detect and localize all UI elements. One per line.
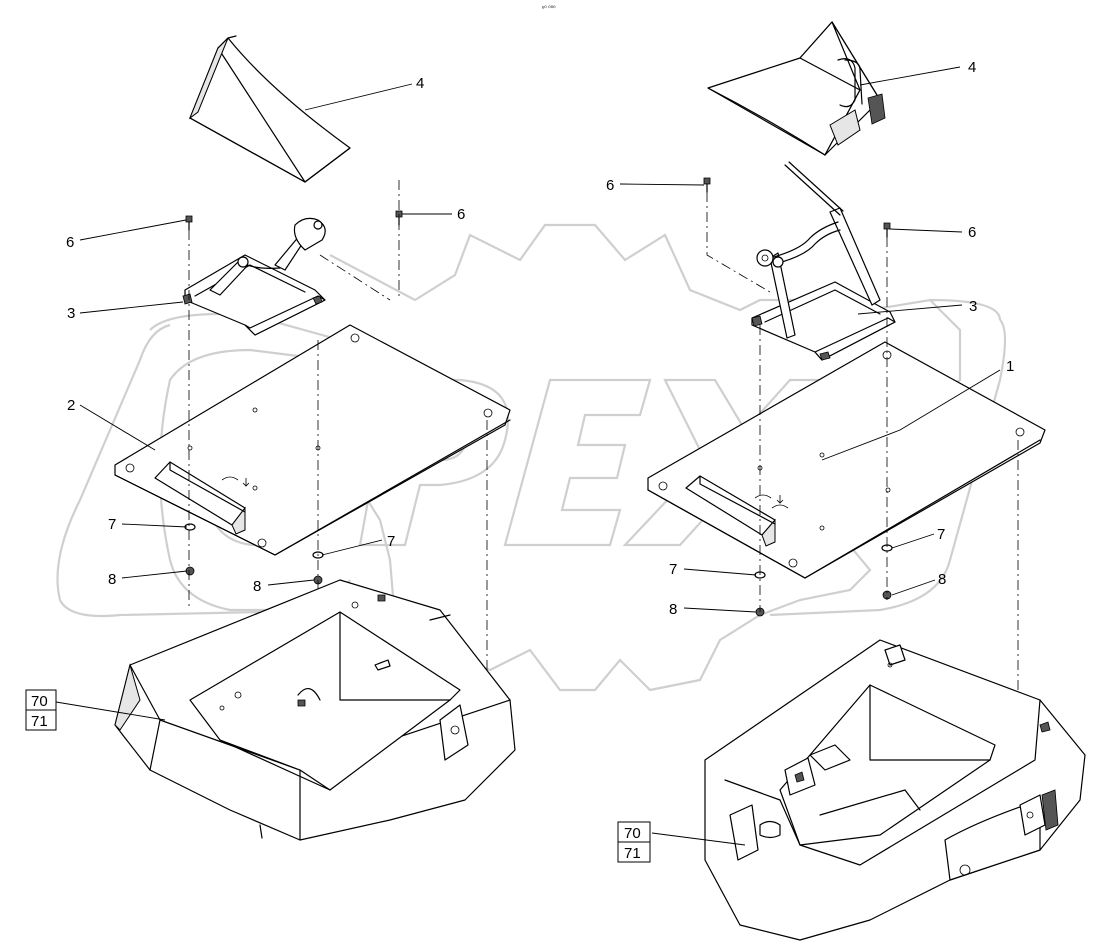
callout-7-a: 7 xyxy=(108,516,116,533)
callout-8-d: 8 xyxy=(938,571,946,588)
callout-4-left: 4 xyxy=(416,75,424,92)
callout-4-right: 4 xyxy=(968,59,976,76)
ref-box-left-top: 70 xyxy=(31,693,48,710)
callout-7-c: 7 xyxy=(669,561,677,578)
right-plate xyxy=(647,341,1046,579)
leader-lines xyxy=(55,66,1001,846)
ref-box-right-top: 70 xyxy=(624,825,641,842)
left-frame-housing xyxy=(114,579,516,841)
right-wheel-chock xyxy=(707,21,886,156)
callout-6-a: 6 xyxy=(66,234,74,251)
callout-3-left: 3 xyxy=(67,305,75,322)
ref-box-left-bottom: 71 xyxy=(31,713,48,730)
callout-3-right: 3 xyxy=(969,298,977,315)
callout-8-b: 8 xyxy=(253,578,261,595)
header-mark: ᵉ⁰ ⁰⁰⁰ xyxy=(542,5,556,12)
left-chock-holder xyxy=(182,217,326,336)
callout-6-d: 6 xyxy=(968,224,976,241)
left-plate xyxy=(114,324,511,556)
callout-labels: 1 2 3 3 4 4 6 6 6 6 7 7 7 7 8 8 8 8 xyxy=(66,59,1014,618)
ref-box-right-bottom: 71 xyxy=(624,845,641,862)
ref-box-right: 70 71 xyxy=(617,821,651,863)
callout-7-d: 7 xyxy=(937,526,945,543)
callout-6-c: 6 xyxy=(606,177,614,194)
right-frame-housing xyxy=(704,639,1086,941)
ref-box-left: 70 71 xyxy=(25,689,57,731)
callout-6-b: 6 xyxy=(457,206,465,223)
left-axis-lines xyxy=(188,180,488,690)
callout-7-b: 7 xyxy=(387,533,395,550)
callout-2: 2 xyxy=(67,397,75,414)
callout-1: 1 xyxy=(1006,358,1014,375)
right-chock-holder xyxy=(751,161,896,361)
callout-8-c: 8 xyxy=(669,601,677,618)
left-wheel-chock xyxy=(188,35,351,183)
callout-8-a: 8 xyxy=(108,571,116,588)
